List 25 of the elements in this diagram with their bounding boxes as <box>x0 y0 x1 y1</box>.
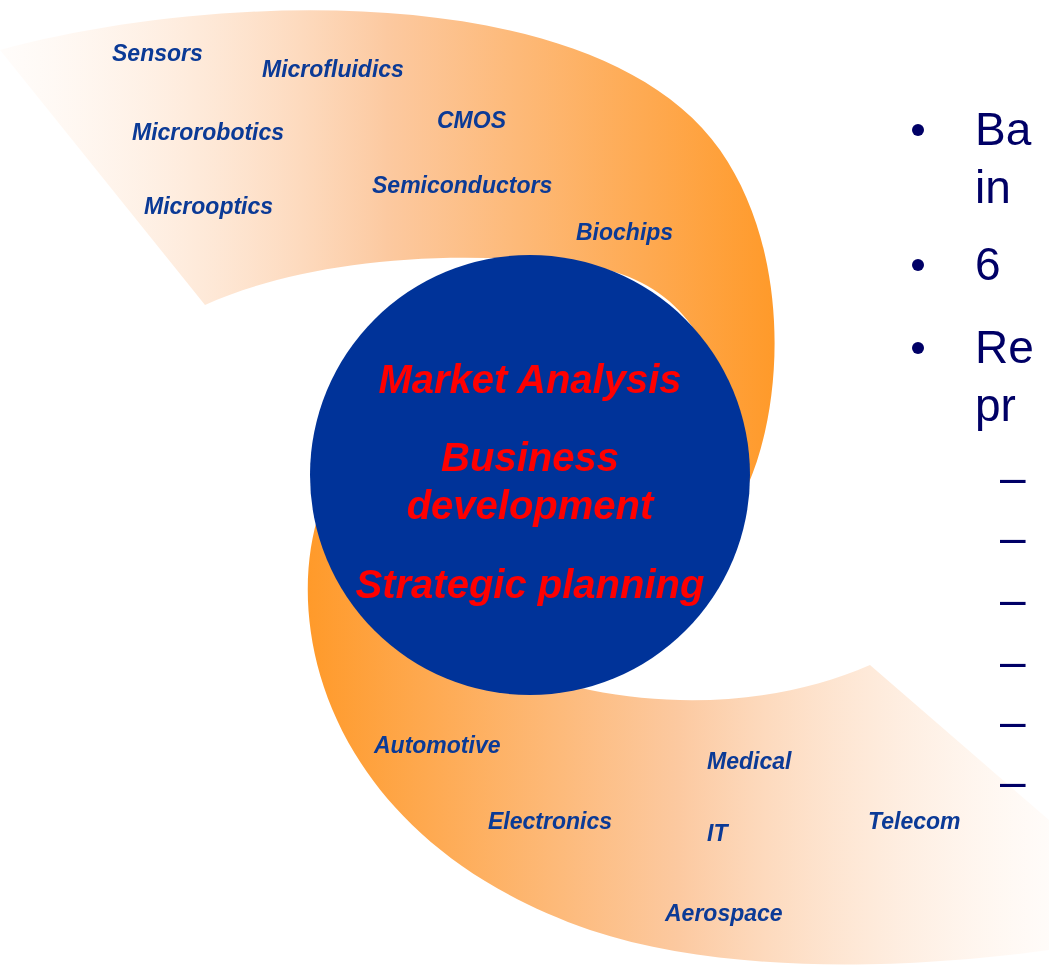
dash-item: – <box>1000 694 1026 749</box>
band-label: Microrobotics <box>132 119 285 146</box>
dash-item: – <box>1000 754 1026 809</box>
band-label: IT <box>707 820 728 847</box>
band-label: Semiconductors <box>372 172 553 199</box>
bullet-text: Re pr <box>975 320 1035 433</box>
bullet-text: Ba in <box>975 102 1033 215</box>
circle-heading: Business development <box>405 434 656 529</box>
band-label: Microoptics <box>144 193 274 220</box>
band-label: Electronics <box>488 808 612 835</box>
dash-item: – <box>1000 634 1026 689</box>
band-label: Automotive <box>374 732 501 759</box>
band-label: Biochips <box>576 219 674 246</box>
circle-heading: Strategic planning <box>354 561 706 608</box>
band-label: Aerospace <box>665 900 783 927</box>
circle-heading: Market Analysis <box>377 356 683 403</box>
band-label: Telecom <box>868 808 961 835</box>
band-label: Medical <box>707 748 792 775</box>
band-label: CMOS <box>437 107 506 134</box>
band-label: Sensors <box>112 40 203 67</box>
dash-item: – <box>1000 450 1026 505</box>
bullet-text: 6 <box>975 237 1002 292</box>
dash-item: – <box>1000 572 1026 627</box>
dash-item: – <box>1000 510 1026 565</box>
band-label: Microfluidics <box>262 56 404 83</box>
